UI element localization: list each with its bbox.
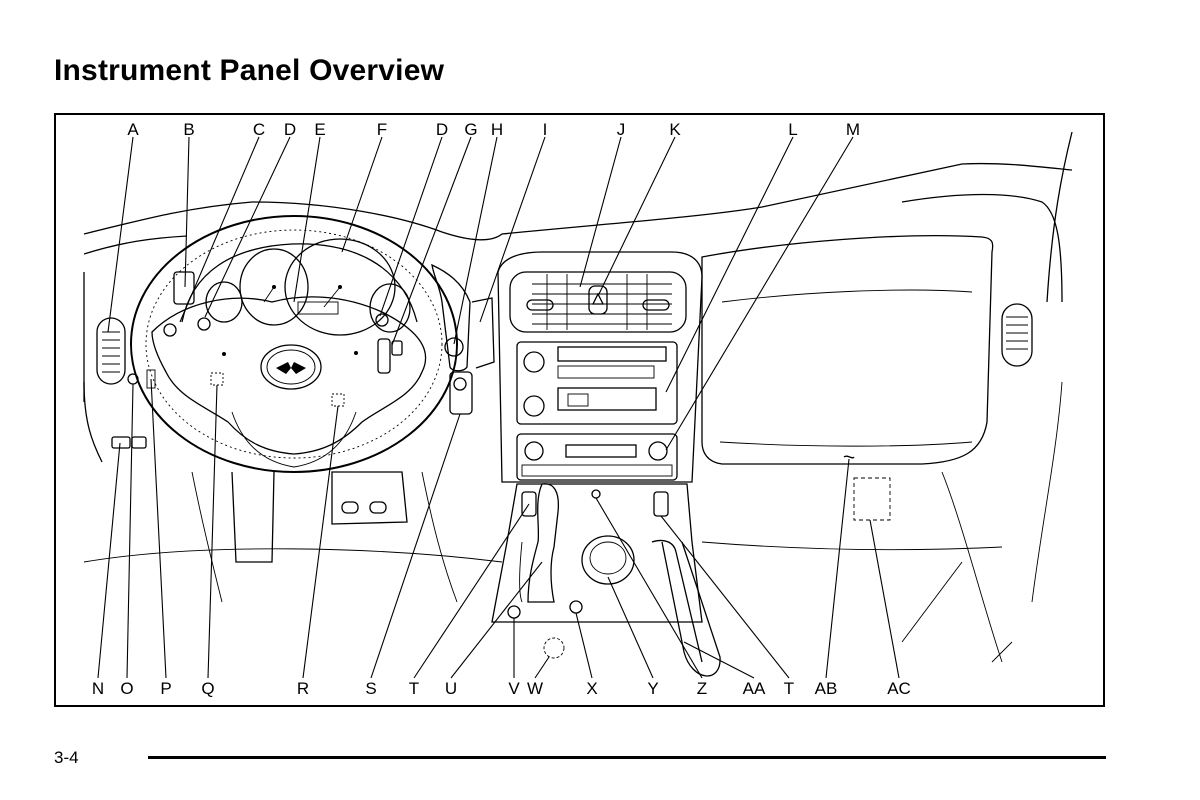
callout-o: O (120, 679, 133, 698)
dashboard-outline (83, 131, 1073, 463)
footer-rule (148, 756, 1106, 759)
callout-ab: AB (815, 679, 838, 698)
callout-n: N (92, 679, 104, 698)
callout-b: B (183, 120, 194, 139)
lower-left-console (83, 471, 503, 603)
callout-m: M (846, 120, 860, 139)
callout-leader-lines (97, 136, 900, 679)
callout-ac: AC (887, 679, 911, 698)
callout-v: V (508, 679, 520, 698)
callout-k: K (669, 120, 681, 139)
callout-z: Z (697, 679, 707, 698)
callout-g: G (464, 120, 477, 139)
callout-e: E (314, 120, 325, 139)
callout-p: P (160, 679, 171, 698)
instrument-panel-figure: A B C D E F D G H I J K L M N O P Q R S … (54, 113, 1105, 707)
callout-x: X (586, 679, 597, 698)
instrument-cluster (163, 238, 418, 337)
callout-w: W (527, 679, 543, 698)
callout-h: H (491, 120, 503, 139)
callout-r: R (297, 679, 309, 698)
callout-aa: AA (743, 679, 766, 698)
callout-a: A (127, 120, 139, 139)
callouts-bottom: N O P Q R S T U V W X Y Z AA T AB AC (92, 679, 911, 698)
callout-f: F (377, 120, 387, 139)
steering-wheel (130, 215, 458, 473)
callout-u: U (445, 679, 457, 698)
page-title: Instrument Panel Overview (54, 54, 445, 87)
callout-s: S (365, 679, 376, 698)
callout-y: Y (647, 679, 658, 698)
callout-i: I (543, 120, 548, 139)
callout-q: Q (201, 679, 214, 698)
callout-l: L (788, 120, 797, 139)
page-number: 3-4 (54, 748, 79, 767)
callout-t-right: T (784, 679, 794, 698)
callout-d-right: D (436, 120, 448, 139)
callout-t: T (409, 679, 419, 698)
callout-c: C (253, 120, 265, 139)
column-controls (377, 263, 495, 415)
callouts-top: A B C D E F D G H I J K L M (127, 120, 860, 139)
left-air-vent (96, 317, 126, 385)
instrument-panel-drawing: A B C D E F D G H I J K L M N O P Q R S … (83, 120, 1073, 698)
callout-d: D (284, 120, 296, 139)
console-shifter (491, 483, 721, 677)
callout-j: J (617, 120, 626, 139)
passenger-dash (701, 235, 1063, 663)
center-stack (497, 251, 703, 483)
